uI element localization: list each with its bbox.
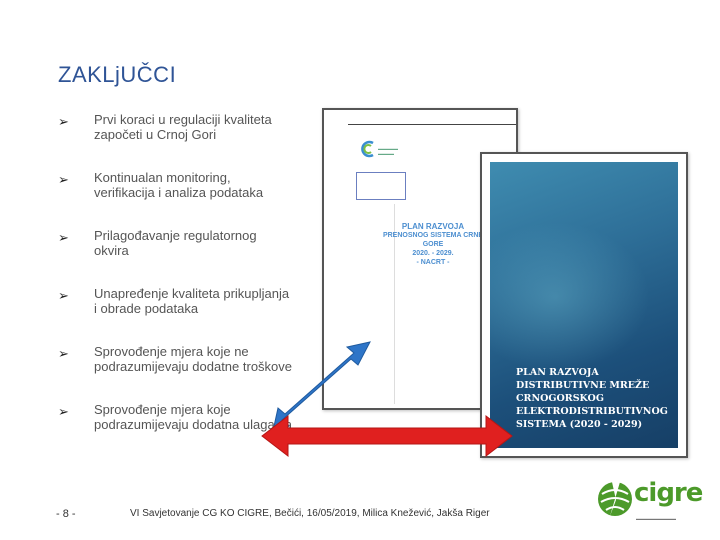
bullet-line: verifikacija i analiza podataka <box>94 185 264 200</box>
cover-line: SISTEMA (2020 - 2029) <box>516 419 643 430</box>
registry-stamp <box>356 172 406 200</box>
bullet-arrow-icon: ➢ <box>58 404 69 419</box>
bullet-arrow-icon: ➢ <box>58 230 69 245</box>
bullet-line: podrazumijevaju dodatne troškove <box>94 359 293 374</box>
document-margin-line <box>394 204 395 404</box>
bullet-line: okvira <box>94 243 129 258</box>
bullet-line: Kontinualan monitoring, <box>94 170 231 185</box>
cigre-globe-icon <box>598 482 632 516</box>
transmission-plan-title: PLAN RAZVOJA PRENOSNOG SISTEMA CRNE GORE… <box>378 222 488 267</box>
footer-text: VI Savjetovanje CG KO CIGRE, Bečići, 16/… <box>130 508 490 519</box>
cover-line: DISTRIBUTIVNE MREŽE <box>516 380 650 391</box>
list-item: ➢ Kontinualan monitoring, verifikacija i… <box>58 170 318 228</box>
list-item: ➢ Sprovođenje mjera koje podrazumijevaju… <box>58 402 318 460</box>
distribution-plan-document: PLAN RAZVOJA DISTRIBUTIVNE MREŽE CRNOGOR… <box>480 152 688 458</box>
conclusions-list: ➢ Prvi koraci u regulaciji kvaliteta zap… <box>58 112 318 460</box>
cges-logo-icon <box>361 140 374 158</box>
cover-line: CRNOGORSKOG <box>516 393 604 404</box>
slide-title: ZAKLjUČCI <box>58 62 177 87</box>
cigre-tagline-lines: ▬▬▬▬▬▬▬▬▬▬ <box>636 516 676 521</box>
cover-title: PLAN RAZVOJA DISTRIBUTIVNE MREŽE CRNOGOR… <box>516 366 676 431</box>
cover-glow <box>490 222 650 372</box>
plan-line: PRENOSNOG SISTEMA CRNE GORE <box>382 232 484 248</box>
red-double-arrow-icon <box>261 414 513 458</box>
document-cover: PLAN RAZVOJA DISTRIBUTIVNE MREŽE CRNOGOR… <box>490 162 678 448</box>
list-item: ➢ Sprovođenje mjera koje ne podrazumijev… <box>58 344 318 402</box>
cges-logo-lines: ▬▬▬▬▬▬▬▬▬ <box>378 146 398 156</box>
cigre-wordmark: cigre <box>634 478 703 508</box>
bullet-line: Prvi koraci u regulaciji kvaliteta <box>94 112 272 127</box>
plan-line: - NACRT - <box>416 259 450 266</box>
list-item: ➢ Prvi koraci u regulaciji kvaliteta zap… <box>58 112 318 170</box>
bullet-line: započeti u Crnoj Gori <box>94 127 217 142</box>
cigre-logo: cigre ▬▬▬▬▬▬▬▬▬▬ <box>594 478 704 526</box>
list-item: ➢ Prilagođavanje regulatornog okvira <box>58 228 318 286</box>
plan-line: 2020. - 2029. <box>412 250 454 257</box>
list-item: ➢ Unapređenje kvaliteta prikupljanja i o… <box>58 286 318 344</box>
cover-line: ELEKTRODISTRIBUTIVNOG <box>516 406 668 417</box>
page-number: - 8 - <box>56 508 76 520</box>
bullet-line: Sprovođenje mjera koje ne <box>94 344 249 359</box>
document-header-rule <box>348 124 516 125</box>
bullet-line: Prilagođavanje regulatornog <box>94 228 257 243</box>
bullet-arrow-icon: ➢ <box>58 288 69 303</box>
bullet-arrow-icon: ➢ <box>58 346 69 361</box>
bullet-line: podrazumijevaju dodatna ulaganja <box>94 417 293 432</box>
bullet-line: Sprovođenje mjera koje <box>94 402 231 417</box>
plan-line: PLAN RAZVOJA <box>401 222 465 231</box>
bullet-line: Unapređenje kvaliteta prikupljanja <box>94 286 290 301</box>
cover-line: PLAN RAZVOJA <box>516 367 599 378</box>
bullet-line: i obrade podataka <box>94 301 199 316</box>
bullet-arrow-icon: ➢ <box>58 114 69 129</box>
bullet-arrow-icon: ➢ <box>58 172 69 187</box>
